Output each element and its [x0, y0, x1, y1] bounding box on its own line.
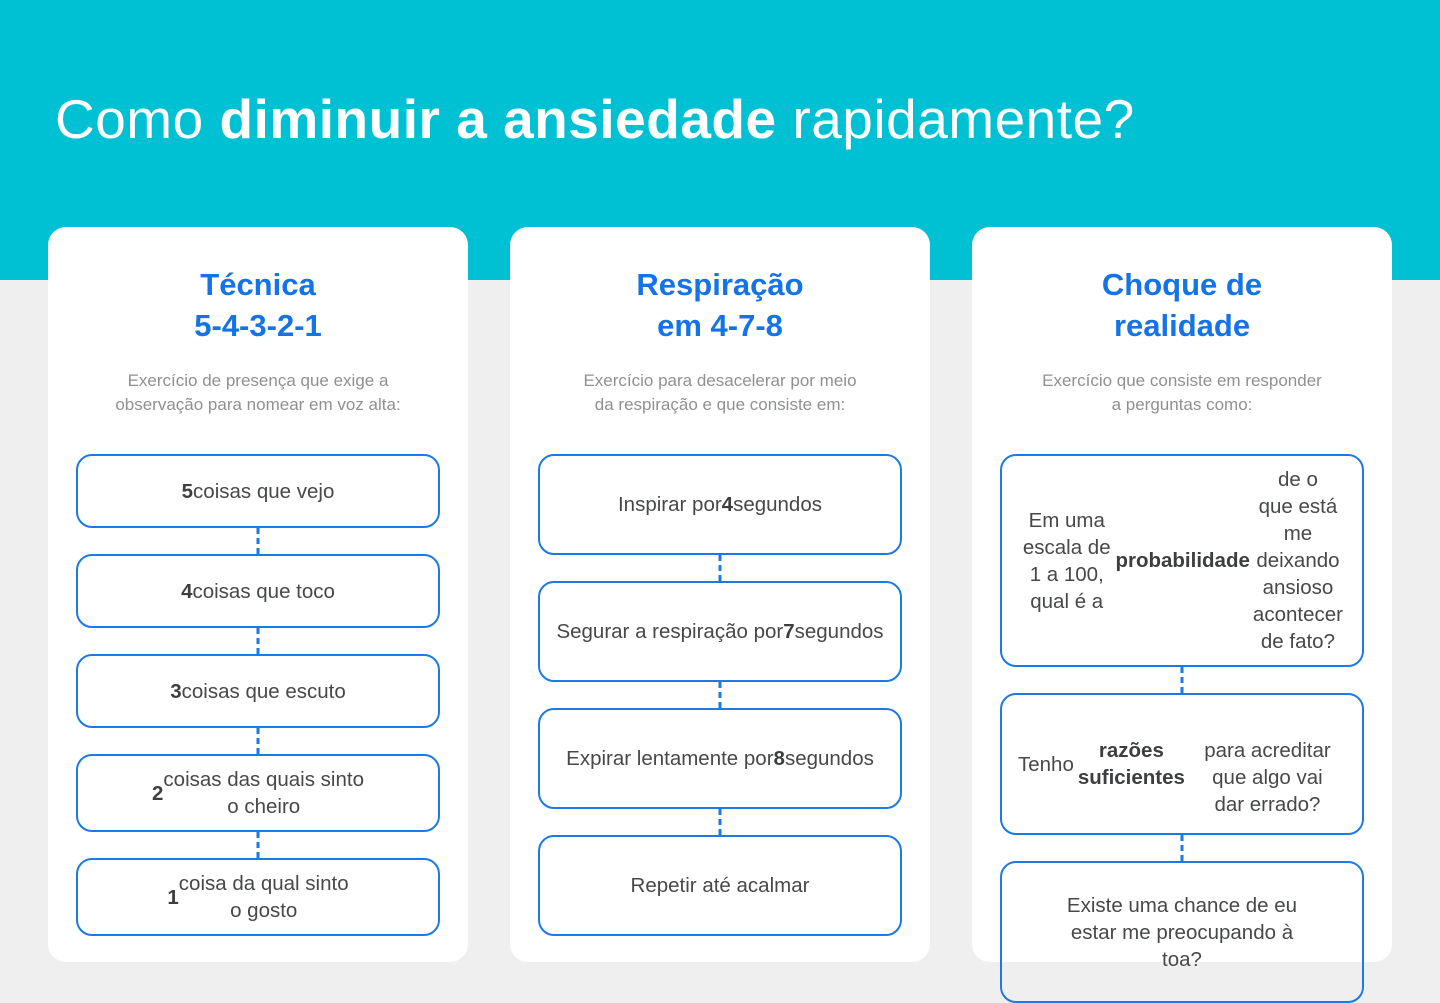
card-title-line1: Choque de [1101, 267, 1263, 302]
step-text: Inspirar por [617, 493, 722, 517]
step-text: segundos [784, 747, 874, 771]
card-title: Respiração em 4-7-8 [538, 265, 902, 347]
step-text: segundos [733, 493, 822, 517]
card-title-line2: em 4-7-8 [657, 307, 783, 343]
card-title-line1: Respiração [636, 267, 804, 302]
card-tecnica-54321: Técnica 5-4-3-2-1 Exercício de presença … [48, 227, 468, 962]
steps-container: Em uma escala de 1 a 100, qual é a proba… [1000, 454, 1364, 1003]
step-text: coisas que vejo [193, 479, 335, 503]
step-text-bold: 5 [181, 479, 194, 503]
step-text: Em uma escala de 1 a 100, qual é a [1022, 508, 1111, 613]
step-text: de o que está me deixando ansioso aconte… [1252, 468, 1343, 654]
step-box: 3 coisas que escuto [76, 654, 440, 729]
step-text: Segurar a respiração por [556, 620, 784, 644]
card-choque-realidade: Choque de realidade Exercício que consis… [972, 227, 1392, 1003]
step-text-bold: 1 [167, 885, 179, 909]
step-text-bold: 2 [152, 781, 164, 805]
step-text: Expirar lentamente por [566, 747, 774, 771]
step-text-bold: 8 [773, 747, 785, 771]
step-box: Expirar lentamente por 8 segundos [538, 708, 902, 810]
card-description: Exercício de presença que exige a observ… [115, 370, 401, 415]
step-text-bold: probabilidade [1115, 549, 1250, 573]
page-title: Como diminuir a ansiedade rapidamente? [55, 86, 1440, 152]
card-title: Choque de realidade [1000, 265, 1364, 347]
step-text: para acreditar que algo vai dar errado? [1204, 739, 1331, 817]
step-box: Em uma escala de 1 a 100, qual é a proba… [1000, 454, 1364, 668]
step-box: 5 coisas que vejo [76, 454, 440, 529]
step-box: 1 coisa da qual sinto o gosto [76, 858, 440, 937]
steps-container: 5 coisas que vejo 4 coisas que toco 3 cois… [76, 454, 440, 937]
step-text: coisas das quais sinto o cheiro [163, 768, 364, 819]
step-text: coisa da qual sinto o gosto [178, 872, 349, 923]
step-text: coisas que toco [192, 579, 335, 603]
step-text-bold: 4 [721, 493, 734, 517]
card-title: Técnica 5-4-3-2-1 [76, 265, 440, 347]
card-respiracao-478: Respiração em 4-7-8 Exercício para desac… [510, 227, 930, 962]
page-title-suffix: rapidamente? [776, 88, 1135, 150]
step-box: 4 coisas que toco [76, 554, 440, 629]
step-text: Existe uma chance de eu estar me preocup… [1066, 893, 1298, 971]
card-description: Exercício para desacelerar por meio da r… [583, 370, 857, 415]
page-title-prefix: Como [55, 88, 220, 150]
page-title-bold: diminuir a ansiedade [219, 88, 777, 150]
card-title-line1: Técnica [200, 267, 316, 302]
step-box: Segurar a respiração por 7 segundos [538, 581, 902, 683]
step-text-bold: 7 [783, 620, 795, 644]
step-text: coisas que escuto [181, 679, 346, 703]
step-text: Tenho [1018, 752, 1074, 776]
step-box: Existe uma chance de eu estar me preocup… [1000, 861, 1364, 1003]
cards-container: Técnica 5-4-3-2-1 Exercício de presença … [0, 227, 1440, 1003]
card-title-line2: realidade [1113, 307, 1251, 343]
card-description: Exercício que consiste em responder a pe… [1042, 370, 1322, 415]
step-box: 2 coisas das quais sinto o cheiro [76, 754, 440, 833]
step-box: Inspirar por 4 segundos [538, 454, 902, 556]
step-text-bold: razões suficientes [1077, 739, 1185, 790]
step-text-bold: 3 [170, 679, 182, 703]
card-title-line2: 5-4-3-2-1 [194, 307, 322, 343]
step-text-bold: 4 [181, 579, 193, 603]
step-box: Tenho razões suficientes para acreditar … [1000, 693, 1364, 836]
step-box: Repetir até acalmar [538, 835, 902, 937]
step-text: Repetir até acalmar [630, 874, 810, 898]
step-text: segundos [794, 620, 884, 644]
